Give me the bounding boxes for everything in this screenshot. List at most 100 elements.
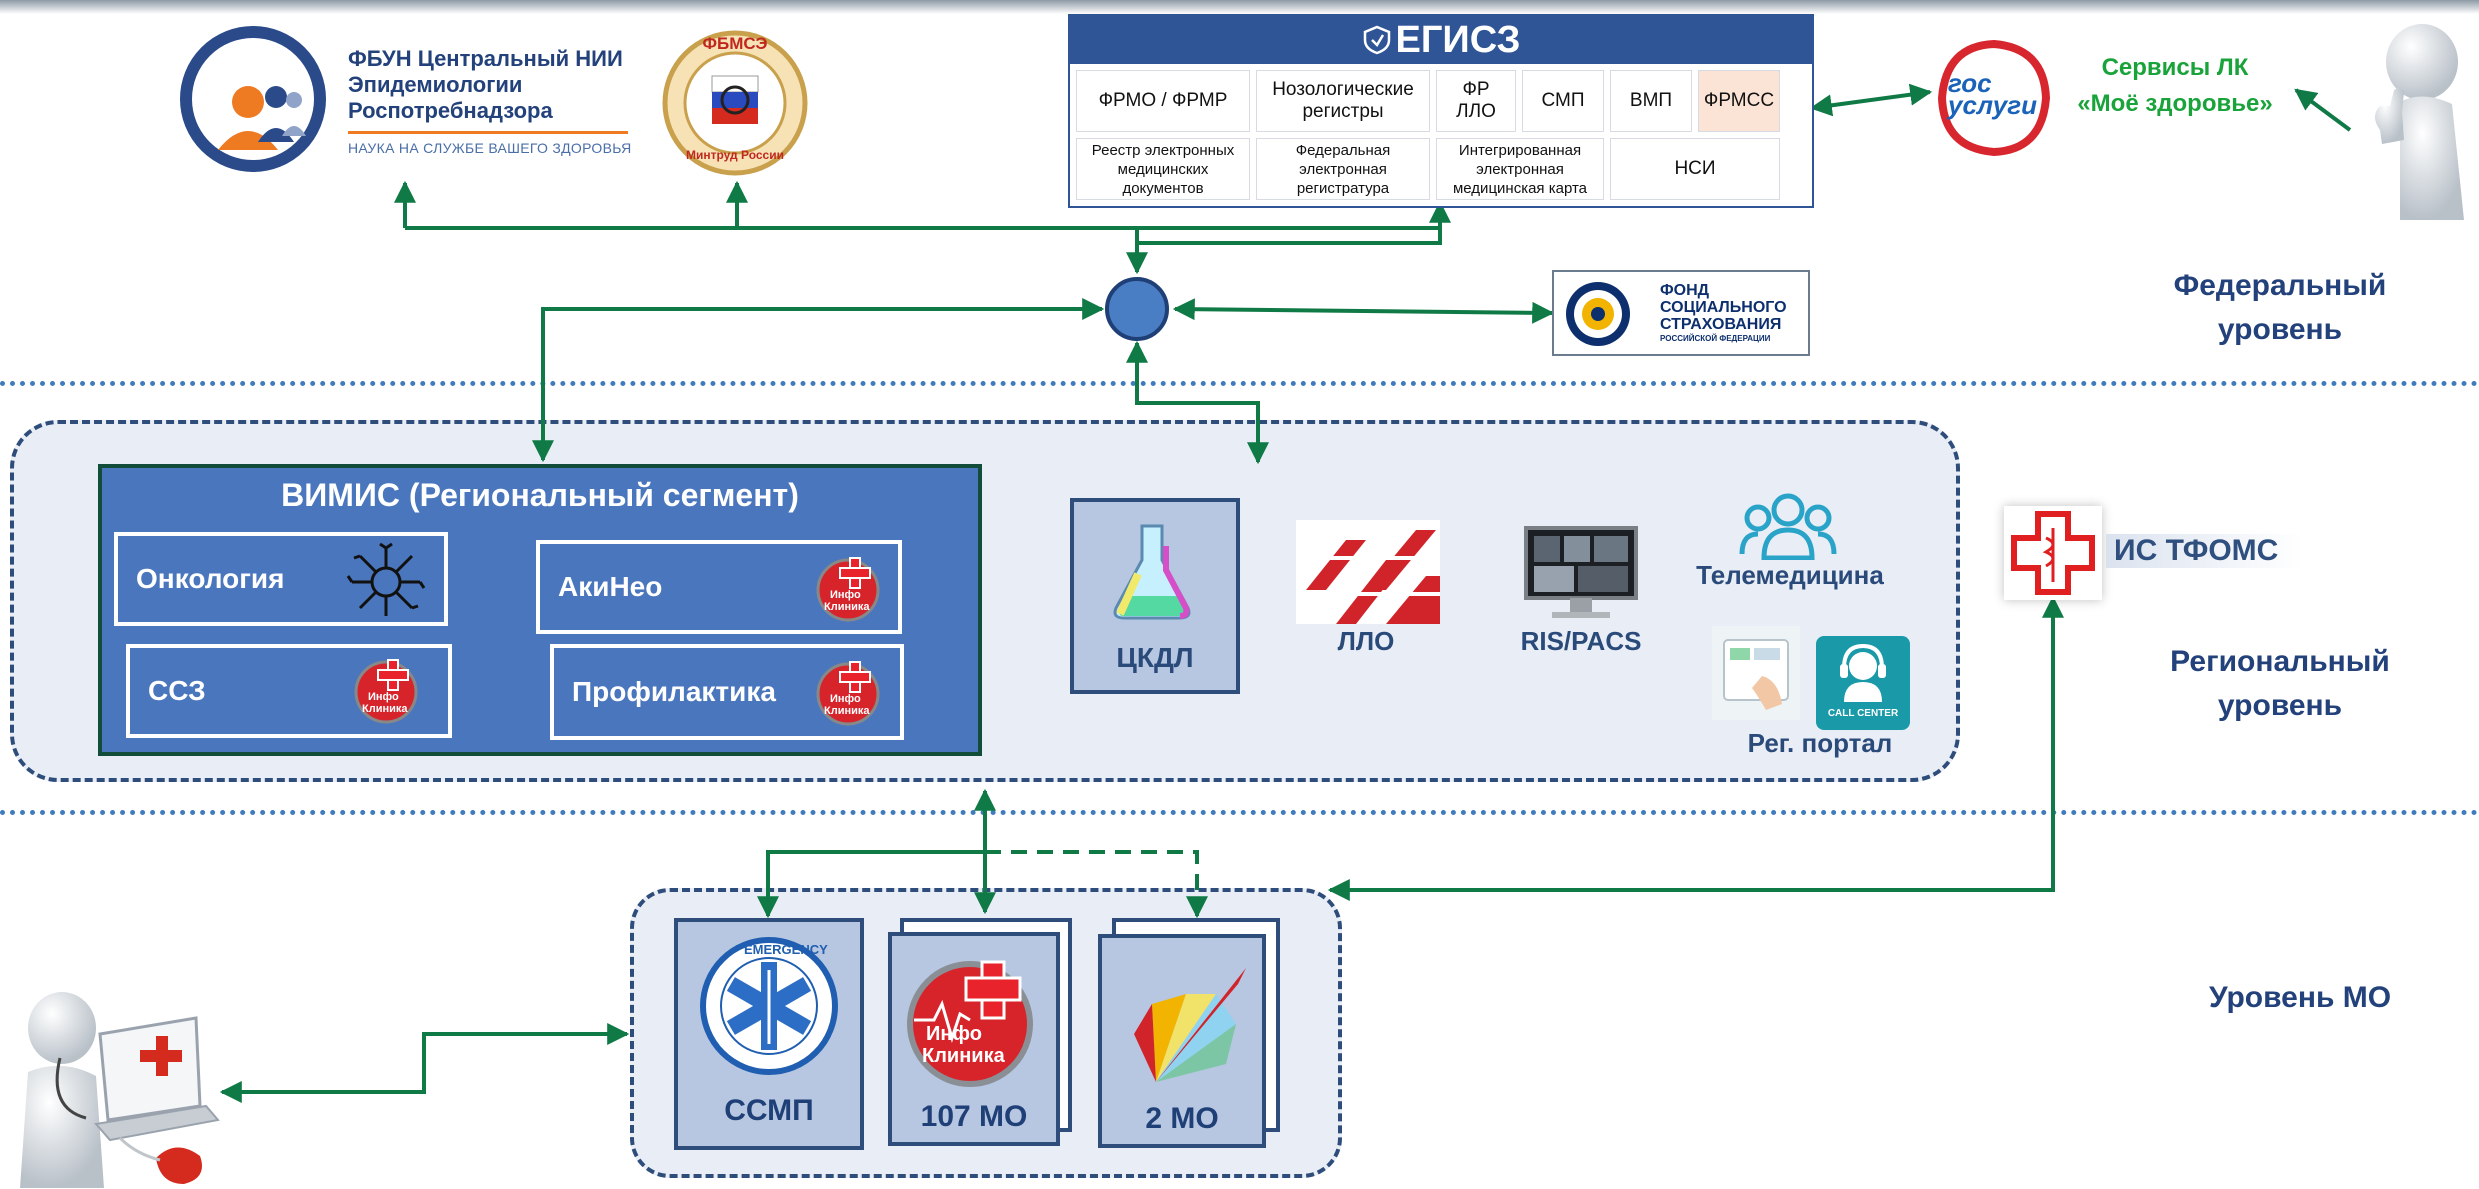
dashed-to-2mo — [985, 850, 1208, 919]
regional-mo-separator — [0, 810, 2479, 815]
svg-text:Инфо: Инфо — [368, 691, 399, 703]
doctor-laptop-icon — [20, 992, 220, 1188]
fss-line4: РОССИЙСКОЙ ФЕДЕРАЦИИ — [1660, 334, 1771, 343]
regional-level-label: Региональный уровень — [2130, 640, 2430, 728]
egisz-cell-iemk-line1: Интегрированная — [1458, 141, 1582, 159]
egisz-cell-fer-line1: Федеральная — [1295, 141, 1391, 159]
federal-level-line1: Федеральный — [2173, 269, 2387, 302]
integration-hub — [1105, 277, 1169, 341]
infoklinika-logo-icon: Инфо Клиника — [907, 960, 1033, 1087]
cancer-cell-icon — [346, 542, 426, 616]
egisz-cell-frmo: ФРМО / ФРМР — [1076, 70, 1250, 132]
egisz-cell-reestr-line1: Реестр электронных — [1091, 141, 1235, 159]
egisz-cell-smp: СМП — [1522, 70, 1604, 132]
telemedicine-people-icon — [1739, 493, 1837, 560]
egisz-cell-fer-line3: регистратура — [1296, 179, 1390, 197]
vimis-akineo-label: АкиНео — [558, 571, 663, 602]
mo2-label: 2 МО — [1145, 1102, 1219, 1135]
lk-services-label: Сервисы ЛК «Моё здоровье» — [2050, 50, 2300, 122]
svg-text:Инфо: Инфо — [830, 589, 861, 601]
tfoms-to-mo — [1327, 595, 2064, 901]
call-center-label: CALL CENTER — [1827, 708, 1899, 719]
ssmp-card: EMERGENCY ССМП — [674, 918, 864, 1150]
tfoms-label: ИС ТФОМС — [2106, 534, 2302, 568]
call-center-badge: CALL CENTER — [1816, 636, 1910, 730]
infoklinika-logo-icon: Инфо Клиника — [354, 659, 418, 724]
egisz-to-gosuslugi — [1809, 83, 1933, 117]
cnii-tagline: НАУКА НА СЛУЖБЕ ВАШЕГО ЗДОРОВЬЯ — [348, 140, 632, 156]
gosuslugi-text: гос услуги — [1948, 68, 2037, 118]
fbmse-top-text: ФБМСЭ — [702, 34, 768, 53]
infoklinika-logo-icon: Инфо Клиника — [816, 661, 880, 726]
headset-icon — [1840, 643, 1886, 702]
federal-level-line2: уровень — [2217, 313, 2343, 346]
person-to-lk — [2294, 88, 2352, 132]
egisz-cell-reestr: Реестр электронных медицинских документо… — [1076, 138, 1250, 200]
shield-icon — [1363, 25, 1390, 55]
egisz-title-text: ЕГИСЗ — [1395, 19, 1521, 61]
egisz-cell-iemk-line2: электронная — [1476, 160, 1564, 178]
fss-line3: СТРАХОВАНИЯ — [1660, 316, 1782, 333]
lab-flask-icon — [1113, 524, 1191, 620]
ssmp-label: ССМП — [724, 1094, 814, 1127]
telemedicine-label: Телемедицина — [1696, 560, 1884, 590]
vimis-oncology-label: Онкология — [136, 563, 285, 594]
egisz-title: ЕГИСЗ — [1070, 16, 1812, 64]
egisz-cell-reestr-line2: медицинских — [1117, 160, 1209, 178]
mo2-card: 2 МО — [1098, 934, 1266, 1148]
llo-logo-icon — [1296, 520, 1440, 624]
ris-pacs-monitor-icon — [1524, 526, 1638, 618]
gosuslugi-logo: гос услуги — [1934, 38, 2054, 158]
egisz-cell-frmss-text: ФРМСС — [1703, 90, 1775, 111]
fbmse-bottom-text: Минтруд России — [686, 148, 784, 162]
egisz-cell-frmss: ФРМСС — [1698, 70, 1780, 132]
egisz-cell-nozo: Нозологические регистры — [1256, 70, 1430, 132]
egisz-cell-nsi-text: НСИ — [1674, 158, 1716, 179]
regional-portal-label: Рег. портал — [1747, 728, 1893, 758]
egisz-cell-fer: Федеральная электронная регистратура — [1256, 138, 1430, 200]
cnii-name-line3: Роспотребнадзора — [348, 98, 553, 123]
fss-line2: СОЦИАЛЬНОГО — [1660, 299, 1787, 316]
egisz-cell-frmo-text: ФРМО / ФРМР — [1098, 90, 1228, 111]
egisz-block: ЕГИСЗ ФРМО / ФРМР Нозологические регистр… — [1068, 14, 1814, 208]
user-thumbs-up-icon — [2375, 24, 2464, 220]
ckdl-label: ЦКДЛ — [1116, 642, 1194, 673]
egisz-cell-smp-text: СМП — [1541, 90, 1585, 111]
mo107-label: 107 МО — [920, 1100, 1028, 1133]
gosuslugi-line1: гос — [1948, 68, 1992, 98]
top-gradient-bar — [0, 0, 2479, 14]
egisz-cell-fer-line2: электронная — [1299, 160, 1387, 178]
vimis-prof-label: Профилактика — [572, 676, 776, 707]
egisz-cell-frllo: ФР ЛЛО — [1436, 70, 1516, 132]
egisz-cell-vmp: ВМП — [1610, 70, 1692, 132]
lk-services-line1: Сервисы ЛК — [2101, 54, 2249, 81]
gosuslugi-badge-icon — [1937, 39, 2051, 157]
medical-cross-icon — [2011, 511, 2095, 595]
fbmse-emblem: ФБМСЭ Минтруд России — [660, 28, 810, 178]
regional-level-line1: Региональный — [2170, 645, 2390, 678]
emergency-star-of-life-icon: EMERGENCY — [700, 937, 838, 1075]
hub-to-region — [1126, 340, 1269, 465]
egisz-cell-reestr-line3: документов — [1122, 179, 1204, 197]
vimis-title: ВИМИС (Региональный сегмент) — [281, 477, 799, 513]
arrow-to-ssmp — [757, 850, 985, 919]
svg-text:Инфо: Инфо — [926, 1023, 982, 1045]
vimis-ssz: ССЗ Инфо Клиника — [126, 644, 452, 738]
cnii-divider — [348, 131, 628, 134]
tablet-touch-icon — [1712, 626, 1800, 720]
mo107-card: Инфо Клиника 107 МО — [888, 932, 1060, 1146]
egisz-cell-nsi: НСИ — [1610, 138, 1780, 200]
vimis-akineo: АкиНео Инфо Клиника — [536, 540, 902, 634]
hub-to-vimis — [532, 298, 1105, 463]
vimis-prof: Профилактика Инфо Клиника — [550, 644, 904, 740]
egisz-cell-frllo-line2: ЛЛО — [1456, 101, 1496, 122]
svg-text:EMERGENCY: EMERGENCY — [744, 942, 828, 957]
svg-text:Клиника: Клиника — [922, 1045, 1006, 1067]
doctor-to-mo — [219, 1023, 630, 1103]
hub-to-fss — [1172, 298, 1555, 324]
fss-emblem-icon — [1566, 282, 1630, 346]
egisz-cell-vmp-text: ВМП — [1629, 90, 1673, 111]
egisz-cell-iemk-line3: медицинская карта — [1452, 179, 1588, 197]
vimis-oncology: Онкология — [114, 532, 448, 626]
